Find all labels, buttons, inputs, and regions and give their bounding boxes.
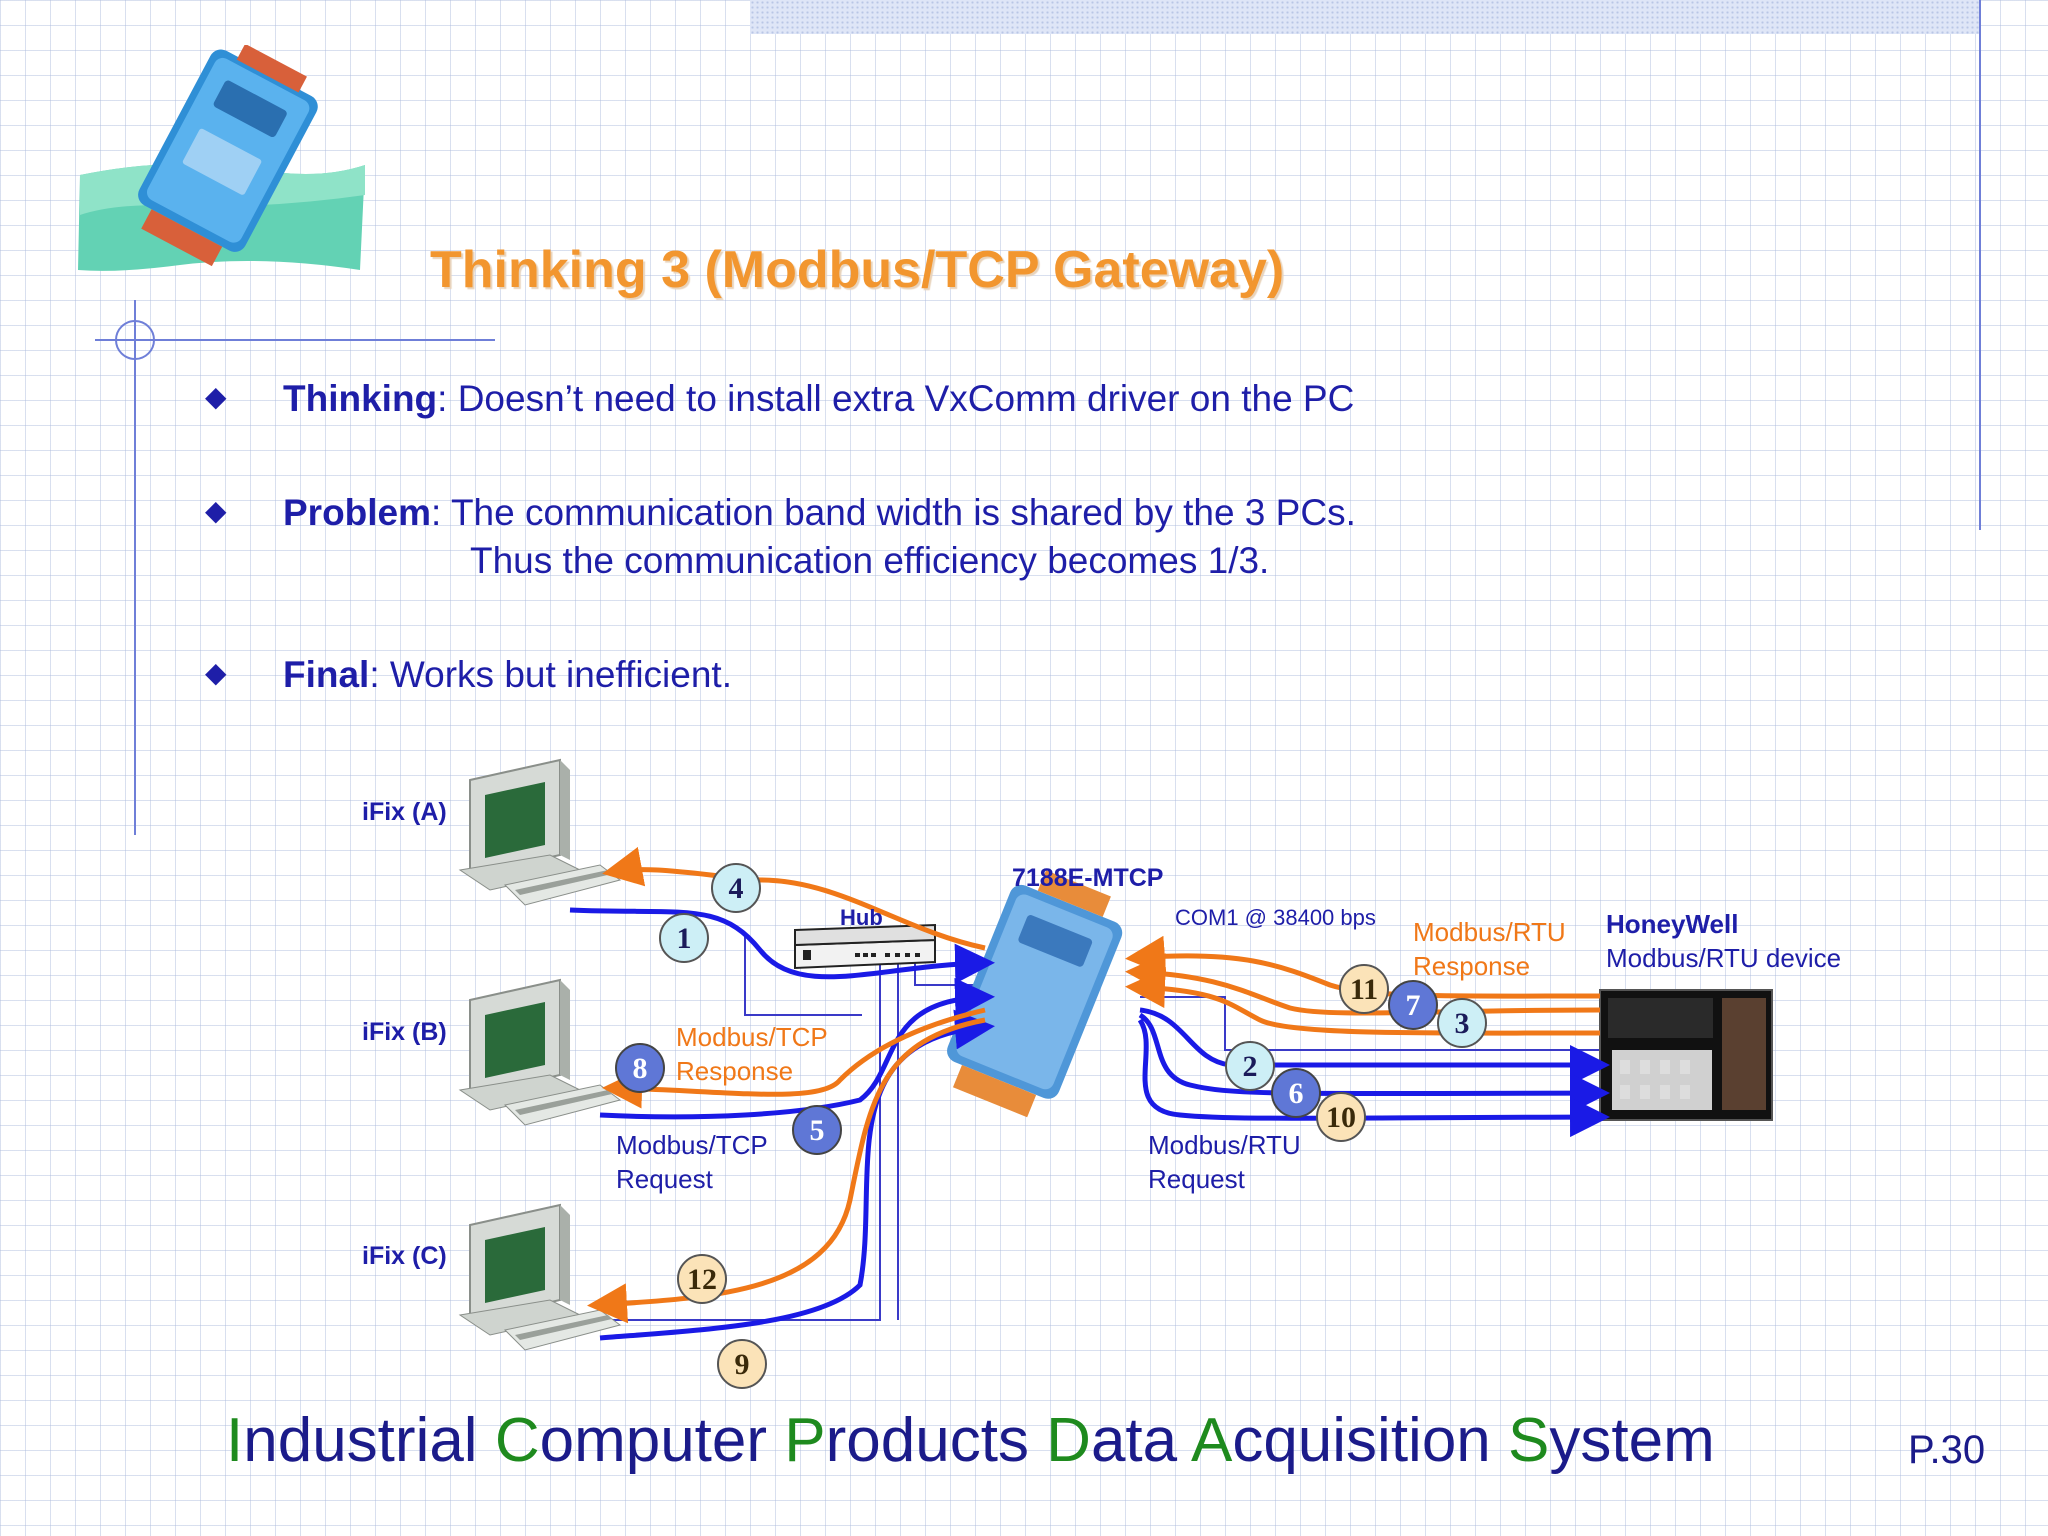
- step-9-badge: 9: [717, 1339, 767, 1389]
- footer-word: roducts: [825, 1406, 1047, 1475]
- bullet-final: Final: Works but inefficient.: [283, 654, 732, 696]
- step-1-badge: 1: [659, 913, 709, 963]
- footer-word: cquisition: [1232, 1406, 1509, 1475]
- step-3-badge: 3: [1437, 998, 1487, 1048]
- page-number: P.30: [1908, 1428, 1986, 1472]
- bullet-label: Problem: [283, 492, 432, 533]
- step-number: 12: [687, 1263, 717, 1296]
- footer-word: ndustrial: [243, 1406, 495, 1475]
- step-5-badge: 5: [792, 1105, 842, 1155]
- bullet-icon: ◆: [205, 495, 227, 526]
- step-number: 1: [677, 922, 692, 955]
- footer-word: omputer: [539, 1406, 785, 1475]
- rtu-response-label: Response: [1413, 951, 1530, 981]
- rtu-response-label: Modbus/RTU: [1413, 917, 1566, 947]
- header-band: [750, 0, 1980, 34]
- hub-device: [794, 923, 936, 970]
- honeywell-device-image: [1599, 989, 1773, 1121]
- footer-company-name: Industrial Computer Products Data Acquis…: [226, 1405, 1715, 1476]
- step-number: 5: [810, 1114, 825, 1147]
- pc-c-label: iFix (C): [362, 1242, 447, 1270]
- step-7-badge: 7: [1388, 980, 1438, 1030]
- step-11-badge: 11: [1339, 964, 1389, 1014]
- bullet-text: : Works but inefficient.: [369, 654, 732, 695]
- step-8-badge: 8: [615, 1043, 665, 1093]
- step-number: 8: [633, 1052, 648, 1085]
- bullet-icon: ◆: [205, 657, 227, 688]
- footer-word: ata: [1090, 1406, 1191, 1475]
- pc-c-computer-icon: [458, 1203, 622, 1351]
- footer-initial: D: [1046, 1406, 1091, 1475]
- footer-initial: P: [784, 1406, 826, 1475]
- pc-a-label: iFix (A): [362, 798, 447, 826]
- step-number: 3: [1455, 1007, 1470, 1040]
- tcp-response-label: Modbus/TCP: [676, 1022, 828, 1052]
- step-2-badge: 2: [1225, 1041, 1275, 1091]
- device-name-label: HoneyWell: [1606, 909, 1738, 939]
- footer-initial: C: [494, 1406, 540, 1475]
- bullet-problem-continuation: Thus the communication efficiency become…: [470, 540, 1270, 581]
- rtu-request-flows: [1137, 1007, 1610, 1138]
- hub-label: Hub: [840, 905, 883, 930]
- bullet-label: Final: [283, 654, 370, 695]
- step-number: 11: [1350, 973, 1378, 1006]
- bullet-text: : The communication band width is shared…: [431, 492, 1356, 533]
- step-10-badge: 10: [1316, 1092, 1366, 1142]
- bullet-text: : Doesn’t need to install extra VxComm d…: [437, 378, 1355, 419]
- pc-a-computer-icon: [458, 758, 622, 906]
- bullet-label: Thinking: [283, 378, 438, 419]
- gateway-module-icon: [947, 870, 1123, 1118]
- rtu-request-label: Modbus/RTU: [1148, 1130, 1301, 1160]
- page-title: Thinking 3 (Modbus/TCP Gateway): [430, 241, 1285, 299]
- footer-initial: I: [226, 1406, 244, 1475]
- rtu-request-label: Request: [1148, 1164, 1246, 1194]
- footer-initial: S: [1508, 1406, 1550, 1475]
- pc-b-label: iFix (B): [362, 1018, 447, 1046]
- device-desc-label: Modbus/RTU device: [1606, 943, 1841, 973]
- bullet-thinking: Thinking: Doesn’t need to install extra …: [283, 378, 1354, 420]
- bullet-problem: Problem: The communication band width is…: [283, 492, 1356, 534]
- step-6-badge: 6: [1271, 1068, 1321, 1118]
- tcp-request-flows: [569, 907, 995, 1341]
- step-number: 4: [729, 872, 744, 905]
- step-number: 2: [1243, 1050, 1258, 1083]
- pc-b-computer-icon: [458, 978, 622, 1126]
- hub-wiring: [600, 935, 1600, 1321]
- gateway-label: 7188E-MTCP: [1012, 864, 1163, 892]
- step-12-badge: 12: [677, 1254, 727, 1304]
- footer-initial: A: [1190, 1406, 1233, 1475]
- tcp-response-label: Response: [676, 1056, 793, 1086]
- tcp-request-label: Request: [616, 1164, 714, 1194]
- com-port-label: COM1 @ 38400 bps: [1175, 905, 1376, 930]
- step-4-badge: 4: [711, 863, 761, 913]
- step-number: 10: [1326, 1101, 1356, 1134]
- step-number: 6: [1289, 1077, 1304, 1110]
- footer-word: ystem: [1549, 1406, 1715, 1475]
- logo-image: [78, 45, 365, 271]
- step-number: 9: [735, 1348, 750, 1381]
- bullet-icon: ◆: [205, 381, 227, 412]
- step-number: 7: [1406, 989, 1421, 1022]
- tcp-request-label: Modbus/TCP: [616, 1130, 768, 1160]
